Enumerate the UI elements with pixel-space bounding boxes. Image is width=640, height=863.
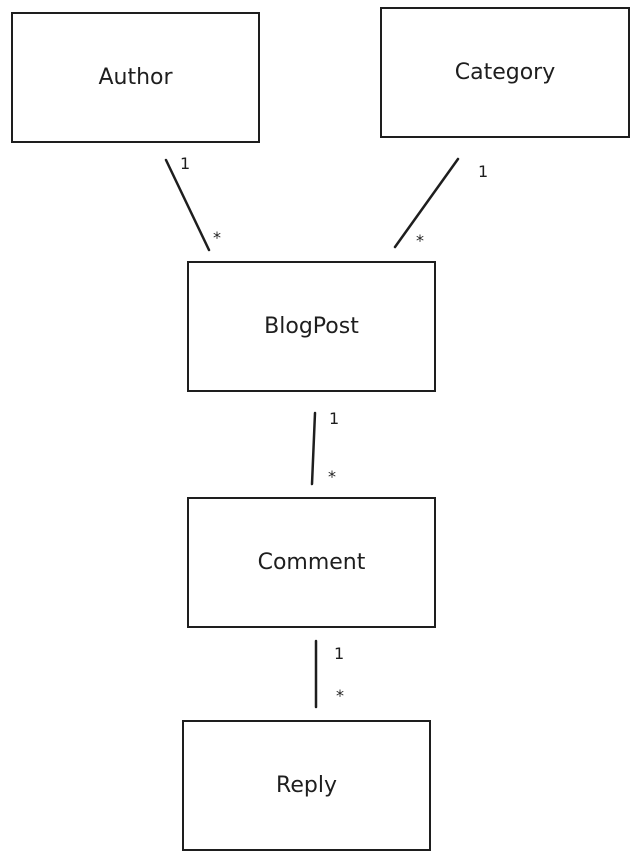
entity-blogpost[interactable]: BlogPost (187, 261, 436, 392)
multiplicity-comment-one: 1 (334, 644, 345, 663)
entity-reply-label: Reply (276, 773, 337, 798)
entity-author-label: Author (98, 65, 173, 90)
entity-comment[interactable]: Comment (187, 497, 436, 628)
multiplicity-blogpost-one: 1 (329, 409, 340, 428)
multiplicity-author-one: 1 (180, 154, 191, 173)
entity-comment-label: Comment (257, 550, 366, 575)
connector-blogpost-comment (310, 411, 317, 486)
multiplicity-category-one: 1 (478, 162, 489, 181)
multiplicity-comment-many: * (336, 686, 344, 705)
entity-blogpost-label: BlogPost (264, 314, 359, 339)
multiplicity-category-many: * (416, 231, 424, 250)
connector-category-blogpost (393, 157, 460, 249)
connector-author-blogpost (164, 158, 211, 252)
entity-reply[interactable]: Reply (182, 720, 431, 851)
entity-category-label: Category (454, 60, 556, 85)
multiplicity-author-many: * (213, 228, 221, 247)
entity-category[interactable]: Category (380, 7, 630, 138)
multiplicity-blogpost-many: * (328, 467, 336, 486)
entity-author[interactable]: Author (11, 12, 260, 143)
